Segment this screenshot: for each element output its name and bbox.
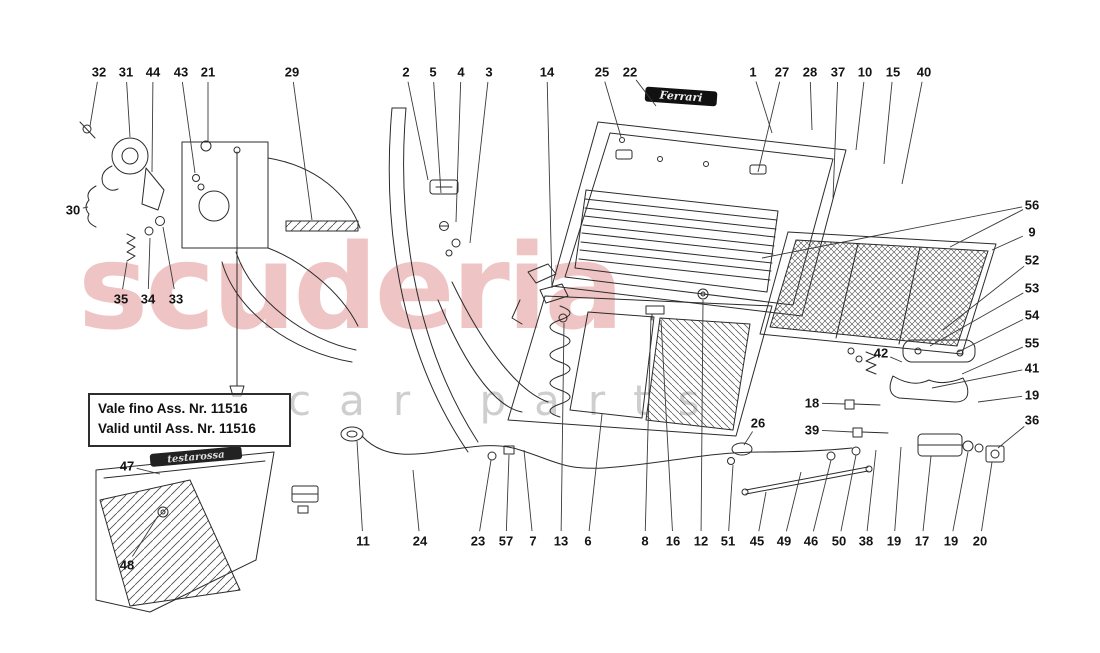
- part-callout-55: 55: [1024, 335, 1040, 351]
- part-callout-9: 9: [1028, 224, 1036, 240]
- mesh-grille: [759, 231, 997, 355]
- part-callout-19: 19: [943, 533, 959, 549]
- part-callout-50: 50: [831, 533, 847, 549]
- part-callout-18: 18: [804, 395, 820, 411]
- horn-assembly: [79, 121, 205, 262]
- leader-lines: [82, 79, 1025, 557]
- ferrari-badge: Ferrari: [644, 86, 718, 107]
- door-pillar-section: [388, 107, 549, 453]
- part-callout-35: 35: [113, 291, 129, 307]
- part-callout-26: 26: [750, 415, 766, 431]
- part-callout-52: 52: [1024, 252, 1040, 268]
- part-callout-37: 37: [830, 64, 846, 80]
- part-callout-51: 51: [720, 533, 736, 549]
- part-callout-49: 49: [776, 533, 792, 549]
- part-callout-29: 29: [284, 64, 300, 80]
- part-callout-17: 17: [914, 533, 930, 549]
- part-callout-20: 20: [972, 533, 988, 549]
- part-callout-45: 45: [749, 533, 765, 549]
- part-callout-11: 11: [356, 533, 370, 549]
- testarossa-badge-text: testarossa: [167, 450, 225, 466]
- part-callout-19: 19: [886, 533, 902, 549]
- latch-hardware: [844, 339, 1005, 463]
- part-callout-38: 38: [858, 533, 874, 549]
- part-callout-4: 4: [457, 64, 465, 80]
- part-callout-46: 46: [803, 533, 819, 549]
- part-callout-40: 40: [916, 64, 932, 80]
- part-callout-15: 15: [885, 64, 901, 80]
- part-callout-31: 31: [118, 64, 134, 80]
- part-callout-19: 19: [1024, 387, 1040, 403]
- part-callout-39: 39: [804, 422, 820, 438]
- part-callout-1: 1: [749, 64, 757, 80]
- body-panel-section: [181, 140, 361, 397]
- part-callout-8: 8: [641, 533, 649, 549]
- part-callout-32: 32: [91, 64, 107, 80]
- part-callout-33: 33: [168, 291, 184, 307]
- part-callout-42: 42: [873, 345, 889, 361]
- part-callout-27: 27: [774, 64, 790, 80]
- subdiagram-lid: [95, 451, 319, 613]
- part-callout-34: 34: [140, 291, 156, 307]
- part-callout-2: 2: [402, 64, 410, 80]
- part-callout-5: 5: [429, 64, 437, 80]
- part-callout-3: 3: [485, 64, 493, 80]
- part-callout-41: 41: [1024, 360, 1040, 376]
- part-callout-23: 23: [470, 533, 486, 549]
- testarossa-badge: testarossa: [149, 446, 243, 467]
- under-panel: [507, 288, 773, 465]
- part-callout-30: 30: [65, 202, 81, 218]
- part-callout-16: 16: [665, 533, 681, 549]
- ferrari-badge-text: Ferrari: [658, 88, 703, 104]
- part-callout-14: 14: [539, 64, 555, 80]
- part-callout-24: 24: [412, 533, 428, 549]
- part-callout-13: 13: [553, 533, 569, 549]
- part-callout-47: 47: [119, 458, 135, 474]
- note-line-1: Vale fino Ass. Nr. 11516: [98, 401, 248, 416]
- part-callout-25: 25: [594, 64, 610, 80]
- part-callout-54: 54: [1024, 307, 1040, 323]
- note-line-2: Valid until Ass. Nr. 11516: [98, 420, 256, 436]
- part-callout-48: 48: [119, 557, 135, 573]
- part-callout-6: 6: [584, 533, 592, 549]
- validity-note: Vale fino Ass. Nr. 11516 Valid until Ass…: [88, 393, 291, 447]
- part-callout-44: 44: [145, 64, 161, 80]
- part-callout-43: 43: [173, 64, 189, 80]
- part-callout-57: 57: [498, 533, 514, 549]
- part-callout-10: 10: [857, 64, 873, 80]
- part-callout-21: 21: [200, 64, 216, 80]
- part-callout-53: 53: [1024, 280, 1040, 296]
- part-callout-36: 36: [1024, 412, 1040, 428]
- part-callout-22: 22: [622, 64, 638, 80]
- release-cable: [340, 426, 873, 496]
- part-callout-56: 56: [1024, 197, 1040, 213]
- part-callout-12: 12: [693, 533, 709, 549]
- part-callout-28: 28: [802, 64, 818, 80]
- part-callout-7: 7: [529, 533, 537, 549]
